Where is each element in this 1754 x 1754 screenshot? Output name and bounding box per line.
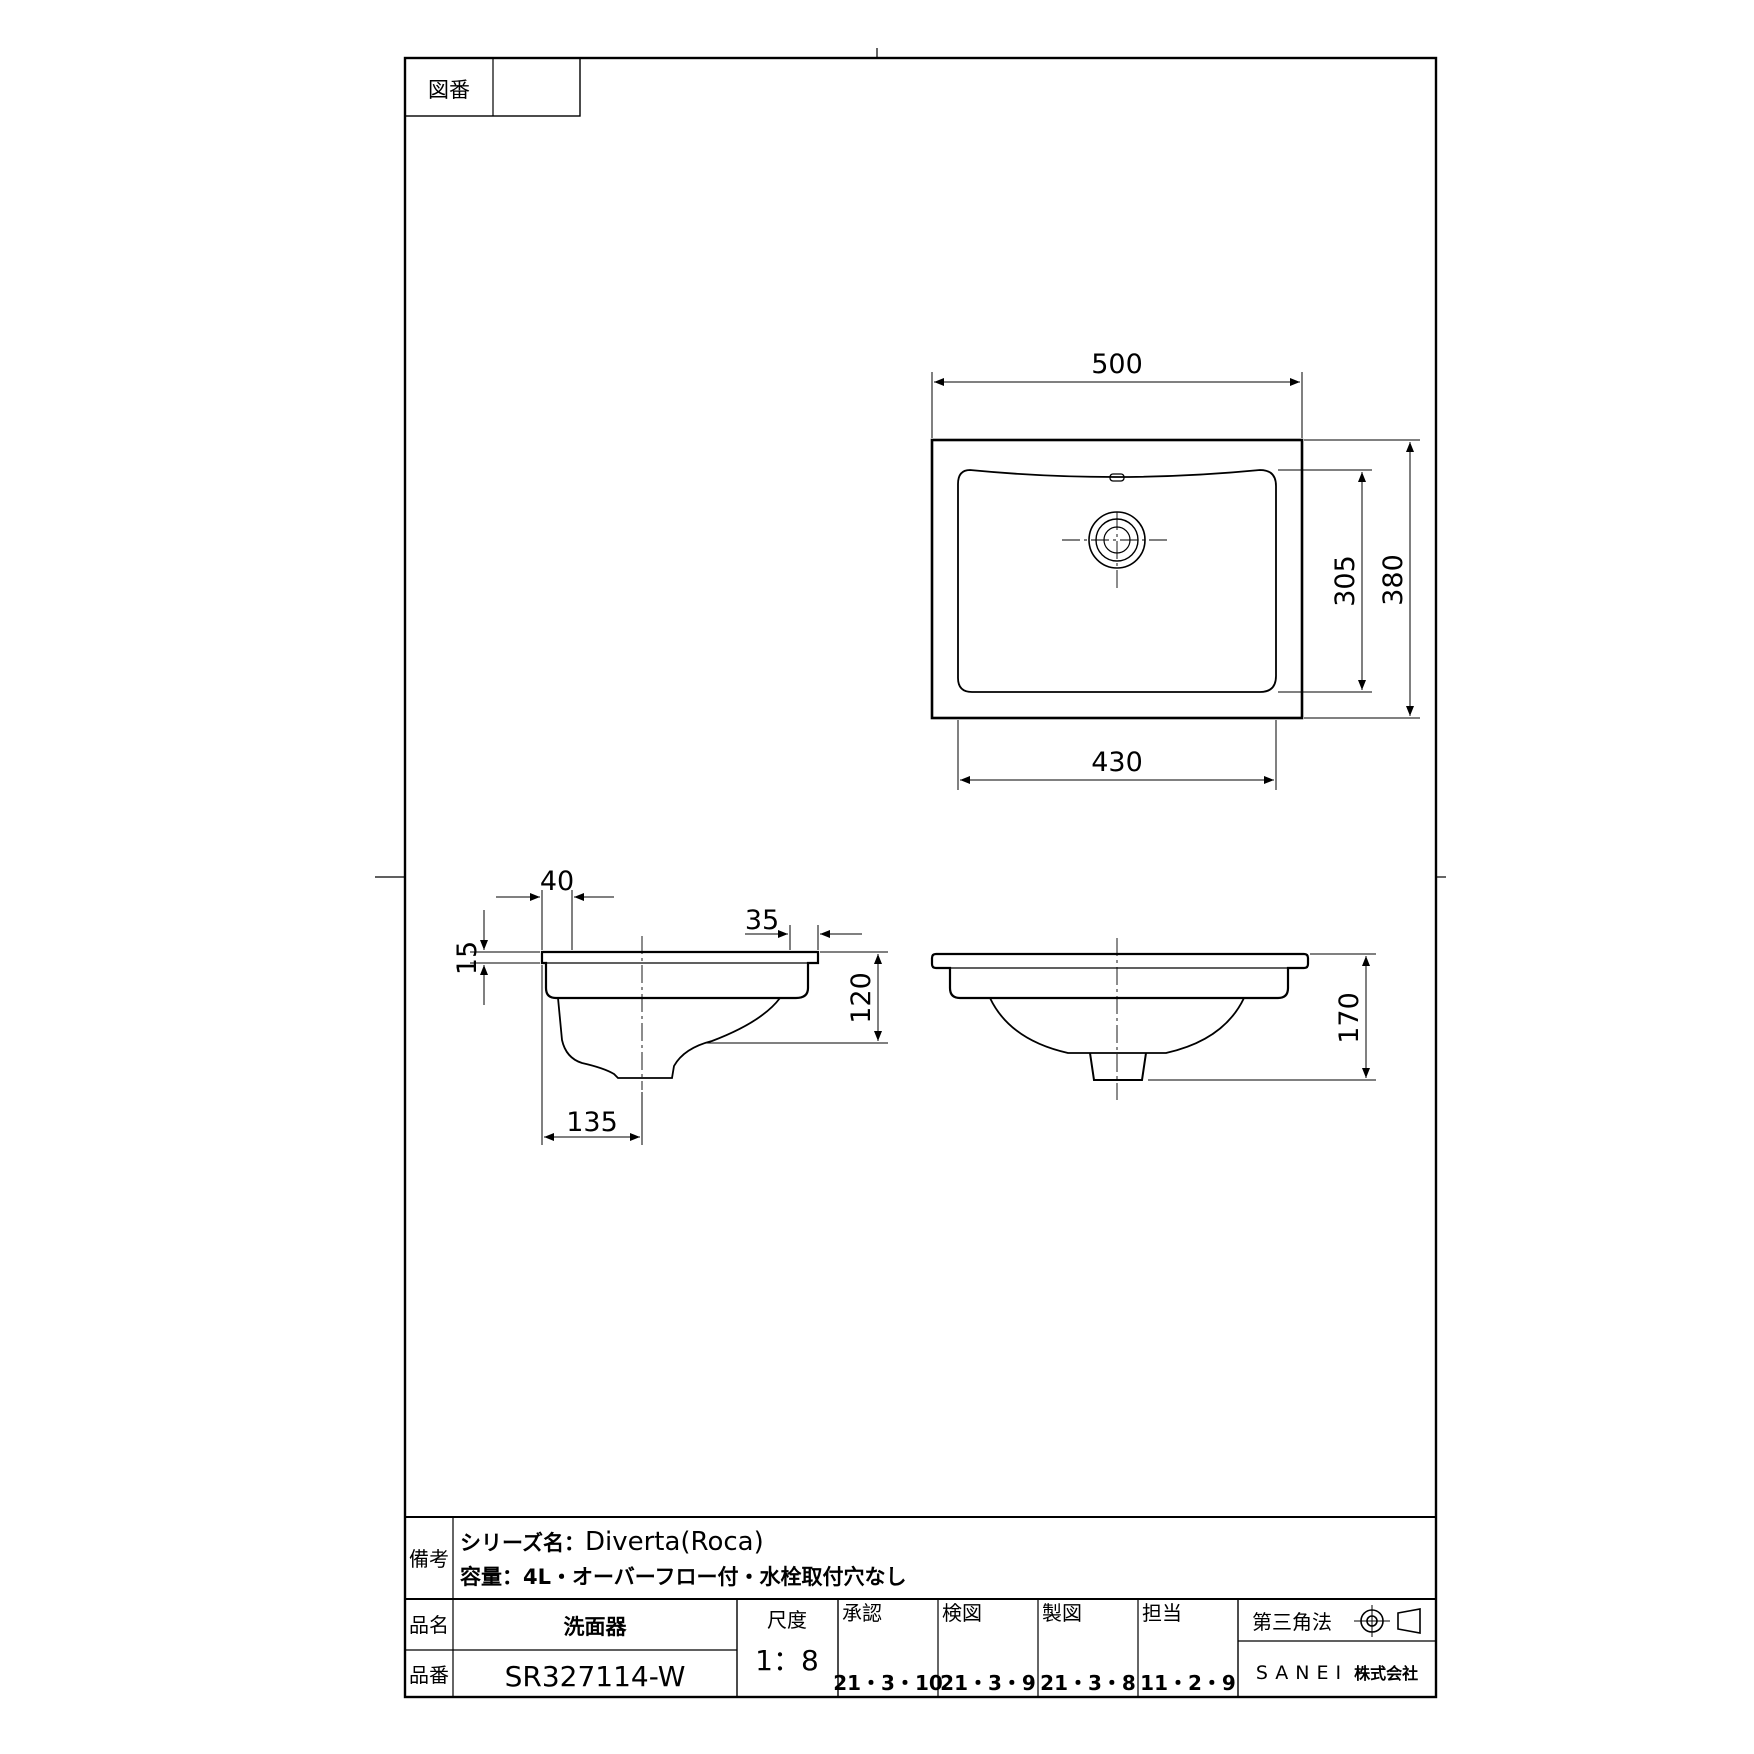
checked-date: 21・3・9: [940, 1671, 1036, 1695]
drawn-label: 製図: [1042, 1601, 1082, 1625]
dim-bowl-depth: 305: [1330, 555, 1361, 607]
dim-bowl-width: 430: [1091, 747, 1143, 778]
product-name-label: 品名: [409, 1613, 449, 1637]
product-name-value: 洗面器: [564, 1615, 628, 1639]
dim-drain-offset: 135: [566, 1107, 618, 1138]
scale-label: 尺度: [767, 1608, 807, 1632]
title-block-grid: [405, 1599, 1436, 1697]
capacity-key: 容量：: [460, 1565, 523, 1589]
top-view-dimensions: [931, 372, 1420, 790]
dim-rim-width: 40: [540, 866, 574, 897]
dim-top-depth: 380: [1378, 554, 1409, 606]
in-charge-date: 11・2・9: [1140, 1671, 1236, 1695]
product-number-label: 品番: [409, 1663, 449, 1687]
series-value: Diverta(Roca): [585, 1527, 764, 1557]
dim-overhang: 35: [745, 905, 779, 936]
company-name: SANEI 株式会社: [1256, 1662, 1418, 1684]
company-suffix: 株式会社: [1354, 1664, 1418, 1683]
drawing-number-box: 図番: [404, 57, 581, 117]
capacity-value: 4L・オーバーフロー付・水栓取付穴なし: [523, 1565, 907, 1589]
drawn-date: 21・3・8: [1040, 1671, 1136, 1695]
scale-value: 1：8: [755, 1644, 819, 1677]
remarks-line-1: シリーズ名：Diverta(Roca): [460, 1527, 764, 1557]
projection-label: 第三角法: [1252, 1610, 1332, 1634]
front-view-dimensions: [1148, 953, 1376, 1081]
remarks-block: [405, 1516, 1436, 1600]
side-view: [540, 936, 820, 1090]
sheet-border: [403, 56, 1438, 1699]
third-angle-projection-icon: [1354, 1605, 1421, 1637]
dim-total-height: 170: [1334, 992, 1365, 1044]
front-view: [930, 938, 1310, 1100]
drawing-number-label: 図番: [428, 78, 470, 102]
approved-label: 承認: [842, 1601, 882, 1625]
company-brand: SANEI: [1256, 1662, 1348, 1684]
product-number-value: SR327114-W: [505, 1660, 686, 1693]
side-view-dimensions: [470, 890, 888, 1145]
top-view: [930, 438, 1304, 720]
dim-top-width: 500: [1091, 349, 1143, 380]
remarks-label: 備考: [409, 1547, 449, 1571]
checked-label: 検図: [942, 1601, 982, 1625]
dim-rim-thickness: 15: [452, 941, 483, 975]
remarks-line-2: 容量：4L・オーバーフロー付・水栓取付穴なし: [460, 1565, 907, 1589]
in-charge-label: 担当: [1142, 1601, 1182, 1625]
series-key: シリーズ名：: [460, 1531, 585, 1555]
dim-bowl-height: 120: [846, 972, 877, 1024]
approved-date: 21・3・10: [833, 1671, 943, 1695]
centering-marks: [375, 48, 1446, 878]
